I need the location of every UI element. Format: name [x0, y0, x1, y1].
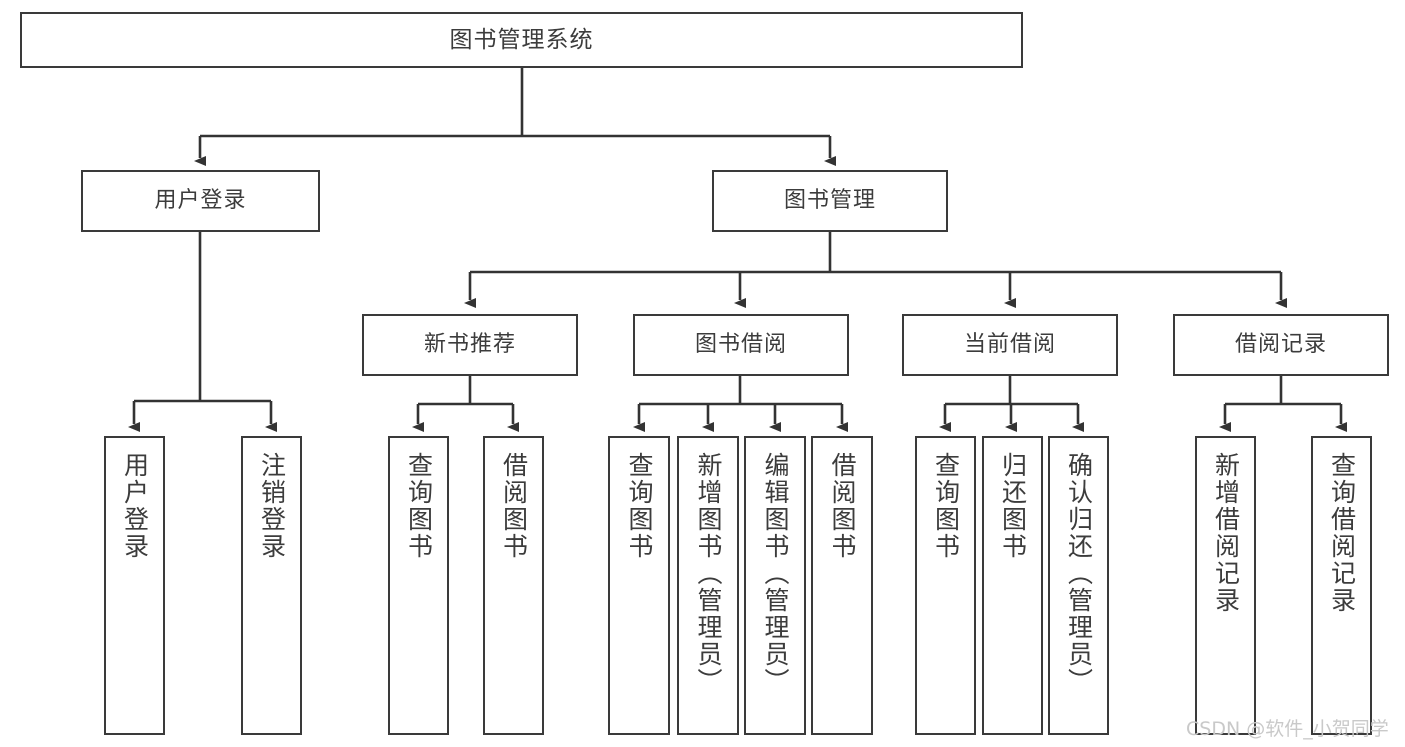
node-book-borrow[interactable]: 图书借阅 [633, 314, 849, 376]
node-label: 当前借阅 [963, 332, 1056, 358]
watermark-text: CSDN @软件_小贺同学 [1186, 718, 1389, 740]
node-label: 借阅图书 [828, 452, 857, 560]
node-label: 归还图书 [998, 452, 1028, 560]
node-user-login[interactable]: 用户登录 [81, 170, 320, 232]
node-label: 查询图书 [625, 452, 654, 560]
node-book-management[interactable]: 图书管理 [712, 170, 948, 232]
node-borrow-record[interactable]: 借阅记录 [1173, 314, 1389, 376]
leaf-user-login-login[interactable]: 用户登录 [104, 436, 165, 735]
node-label: 确认归还（管理员） [1064, 452, 1094, 695]
node-label: 用户登录 [120, 452, 150, 560]
leaf-borrow-add-book-admin[interactable]: 新增图书（管理员） [677, 436, 739, 735]
node-label: 图书管理 [783, 188, 876, 214]
node-label: 图书借阅 [694, 332, 787, 358]
leaf-current-query-book[interactable]: 查询图书 [915, 436, 976, 735]
node-label: 注销登录 [257, 452, 287, 560]
leaf-borrow-borrow-book[interactable]: 借阅图书 [811, 436, 873, 735]
node-label: 新增借阅记录 [1211, 452, 1241, 614]
leaf-record-query-record[interactable]: 查询借阅记录 [1311, 436, 1372, 735]
leaf-borrow-edit-book-admin[interactable]: 编辑图书（管理员） [744, 436, 806, 735]
node-new-book-recommend[interactable]: 新书推荐 [362, 314, 578, 376]
node-book-management-system[interactable]: 图书管理系统 [20, 12, 1023, 68]
node-label: 借阅图书 [499, 452, 529, 560]
node-label: 查询图书 [404, 452, 434, 560]
node-current-borrow[interactable]: 当前借阅 [902, 314, 1118, 376]
node-label: 用户登录 [154, 188, 247, 214]
leaf-record-add-record[interactable]: 新增借阅记录 [1195, 436, 1256, 735]
leaf-current-return-book[interactable]: 归还图书 [982, 436, 1043, 735]
node-label: 新书推荐 [423, 332, 516, 358]
node-label: 图书管理系统 [449, 26, 594, 53]
node-label: 编辑图书（管理员） [761, 452, 790, 695]
node-label: 新增图书（管理员） [694, 452, 723, 695]
leaf-borrow-query-book[interactable]: 查询图书 [608, 436, 670, 735]
leaf-recommend-query-book[interactable]: 查询图书 [388, 436, 449, 735]
node-label: 查询借阅记录 [1327, 452, 1357, 614]
node-label: 借阅记录 [1234, 332, 1327, 358]
node-label: 查询图书 [931, 452, 961, 560]
leaf-recommend-borrow-book[interactable]: 借阅图书 [483, 436, 544, 735]
leaf-current-confirm-return-admin[interactable]: 确认归还（管理员） [1048, 436, 1109, 735]
leaf-user-login-logout[interactable]: 注销登录 [241, 436, 302, 735]
